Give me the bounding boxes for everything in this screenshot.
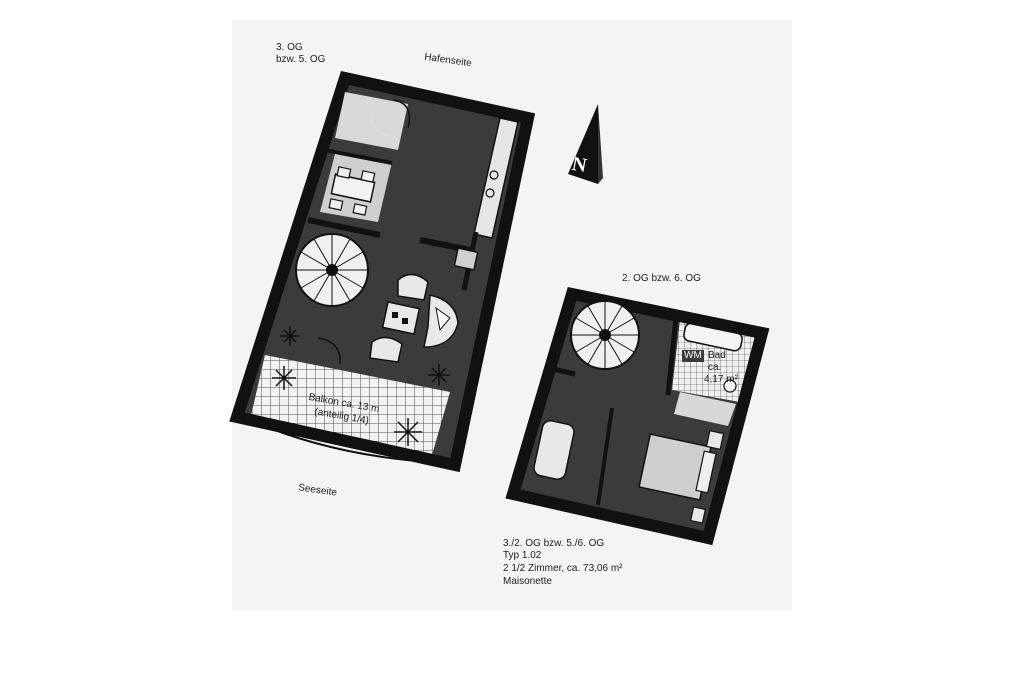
- living-furniture: [369, 273, 459, 363]
- washer-label: WM: [682, 350, 704, 362]
- plant-icons: [272, 326, 450, 446]
- bath-label-3: 4,17 m²: [704, 374, 738, 385]
- upper-floor-plan: [229, 70, 536, 473]
- lower-level-label: 2. OG bzw. 6. OG: [622, 273, 701, 284]
- unit-info-line-4: Maisonette: [503, 576, 552, 587]
- balcony-area: [250, 355, 450, 462]
- upper-spiral-stair: [295, 233, 369, 307]
- lower-hall: [674, 392, 736, 426]
- bath-label-2: ca.: [708, 362, 722, 373]
- sofa-bed: [533, 420, 575, 480]
- upper-level-label-1: 3. OG: [276, 42, 303, 53]
- north-arrow-icon: [568, 104, 603, 184]
- double-bed: [638, 433, 717, 501]
- bath-label-1: Bad: [708, 350, 726, 361]
- upper-level-label-2: bzw. 5. OG: [276, 54, 326, 65]
- unit-info-line-2: Typ 1.02: [503, 550, 542, 561]
- upper-outer-walls: [229, 70, 536, 473]
- lower-spiral-stair: [570, 300, 640, 370]
- unit-info-line-1: 3./2. OG bzw. 5./6. OG: [503, 538, 605, 549]
- lower-outer-walls: [505, 287, 770, 546]
- unit-info-line-3: 2 1/2 Zimmer, ca. 73,06 m²: [503, 563, 623, 574]
- lower-floor-plan: [505, 287, 770, 546]
